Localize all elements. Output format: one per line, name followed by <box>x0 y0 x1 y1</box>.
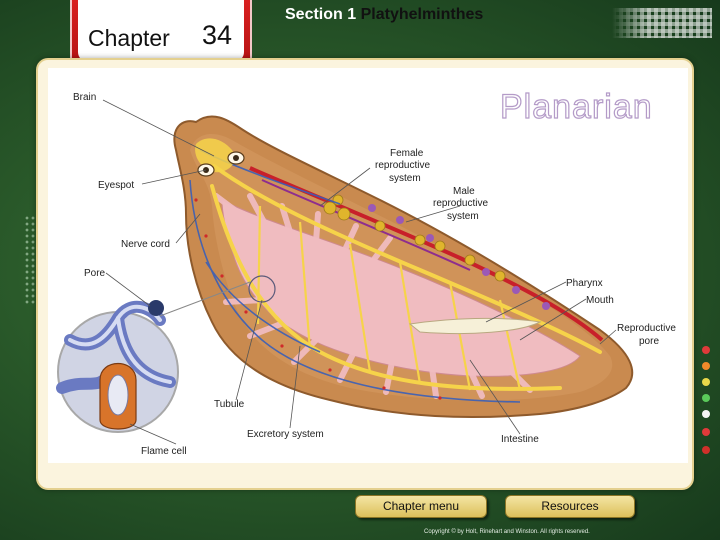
pharynx-shape <box>408 317 542 335</box>
label-intestine: Intestine <box>501 434 539 445</box>
label-female-reproductive-1: Female <box>390 148 424 159</box>
chapter-menu-button[interactable]: Chapter menu <box>355 495 487 518</box>
label-nerve-cord: Nerve cord <box>121 239 170 250</box>
label-reproductive-pore-1: Reproductive <box>617 323 676 334</box>
label-mouth: Mouth <box>586 295 614 306</box>
copyright-text: Copyright © by Holt, Rinehart and Winsto… <box>424 529 590 535</box>
label-pharynx: Pharynx <box>566 278 603 289</box>
label-male-reproductive-2: reproductive <box>433 198 488 209</box>
label-male-reproductive-1: Male <box>453 186 475 197</box>
label-tubule: Tubule <box>214 399 245 410</box>
label-flame-cell: Flame cell <box>141 446 187 457</box>
label-reproductive-pore-2: pore <box>639 336 659 347</box>
label-excretory-system: Excretory system <box>247 429 324 440</box>
label-eyespot: Eyespot <box>98 180 134 191</box>
section-prefix: Section 1 <box>285 6 357 23</box>
label-male-reproductive-3: system <box>447 211 479 222</box>
nav-dot-white <box>702 410 710 418</box>
resources-button[interactable]: Resources <box>505 495 635 518</box>
left-edge-texture <box>24 215 38 305</box>
diagram-title: Planarian <box>499 87 653 126</box>
nav-dot-green <box>702 394 710 402</box>
nav-dot-orange <box>702 362 710 370</box>
label-female-reproductive-2: reproductive <box>375 160 430 171</box>
nav-dot-red <box>702 346 710 354</box>
section-name: Platyhelminthes <box>360 6 484 23</box>
label-pore: Pore <box>84 268 106 279</box>
section-title: Section 1 Platyhelminthes <box>285 6 483 24</box>
nav-dot-yellow <box>702 378 710 386</box>
nav-dot-red-3 <box>702 446 710 454</box>
grid-logo-icon <box>612 8 712 38</box>
chapter-word: Chapter <box>88 25 170 51</box>
nav-dot-red-2 <box>702 428 710 436</box>
label-brain: Brain <box>73 92 96 103</box>
label-female-reproductive-3: system <box>389 173 421 184</box>
chapter-number: 34 <box>202 20 233 50</box>
